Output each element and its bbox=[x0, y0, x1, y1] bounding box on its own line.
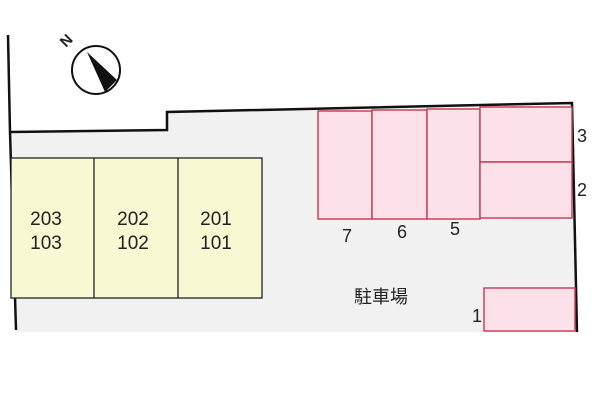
parking-spot-label-6: 6 bbox=[397, 222, 407, 242]
unit-label-201: 201 bbox=[200, 209, 232, 230]
compass-north-label: N bbox=[57, 31, 77, 51]
parking-spot-7 bbox=[317, 110, 373, 220]
parking-spot-5 bbox=[426, 108, 481, 220]
parking-lot-label: 駐車場 bbox=[354, 287, 408, 308]
unit-label-202: 202 bbox=[117, 209, 149, 230]
site-boundary-top bbox=[9, 101, 579, 333]
north-arrow-icon: N bbox=[57, 31, 121, 95]
unit-label-203: 203 bbox=[30, 209, 62, 230]
parking-spaces bbox=[317, 106, 576, 332]
parking-spot-3 bbox=[479, 106, 573, 163]
parking-spot-label-5: 5 bbox=[450, 219, 460, 239]
parking-spot-label-1: 1 bbox=[472, 306, 482, 326]
parking-spot-2 bbox=[479, 161, 573, 219]
parking-spot-label-7: 7 bbox=[342, 226, 352, 246]
unit-label-101: 101 bbox=[200, 233, 232, 254]
parking-spot-label-2: 2 bbox=[577, 180, 587, 200]
parking-spot-1 bbox=[483, 287, 576, 332]
parking-spot-6 bbox=[371, 109, 428, 220]
building: 203 103 202 102 201 101 bbox=[10, 157, 263, 299]
unit-label-103: 103 bbox=[30, 233, 62, 254]
unit-label-102: 102 bbox=[117, 233, 149, 254]
parking-spot-label-3: 3 bbox=[577, 126, 587, 146]
